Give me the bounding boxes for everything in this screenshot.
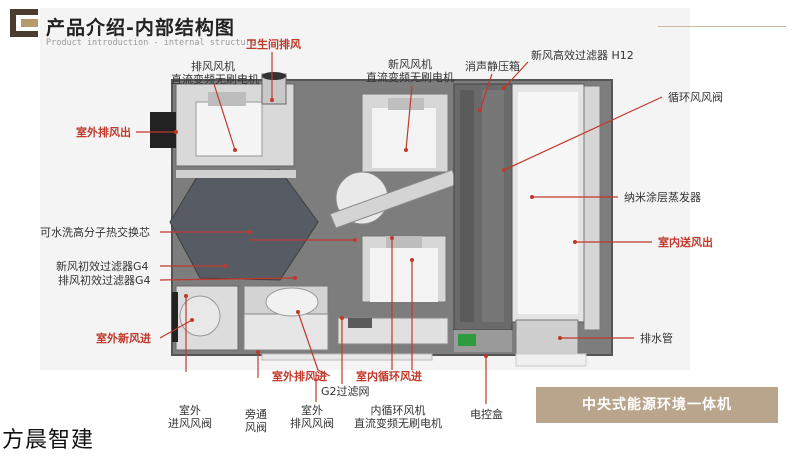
label-g2-filter: G2过滤网 bbox=[321, 385, 370, 398]
label-exhaust-prefilter: 排风初效过滤器G4 bbox=[58, 274, 151, 287]
label-drain-pipe: 排水管 bbox=[640, 332, 673, 345]
label-bathroom-exhaust: 卫生间排风 bbox=[246, 38, 301, 51]
label-inner-circ-fan: 内循环风机 直流变频无刷电机 bbox=[354, 404, 442, 430]
label-exhaust-fan-2: 直流变频无刷电机 bbox=[171, 73, 259, 86]
label-outdoor-exhaust-out: 室外排风出 bbox=[76, 126, 131, 139]
label-outdoor-intake-damper: 室外 进风风阀 bbox=[168, 404, 212, 430]
logo-icon bbox=[10, 9, 38, 37]
label-fresh-fan-2: 直流变频无刷电机 bbox=[366, 71, 454, 84]
leader-endpoints bbox=[174, 86, 577, 358]
label-bypass-damper: 旁通 风阀 bbox=[245, 408, 267, 434]
unit-body bbox=[150, 72, 613, 367]
label-hepa-filter: 新风高效过滤器 H12 bbox=[531, 49, 634, 62]
label-outdoor-fresh-in: 室外新风进 bbox=[96, 332, 151, 345]
label-outdoor-exhaust-in: 室外排风进 bbox=[272, 370, 327, 383]
label-indoor-supply-out: 室内送风出 bbox=[658, 236, 713, 249]
label-nano-evaporator: 纳米涂层蒸发器 bbox=[624, 191, 701, 204]
page-subtitle: Product introduction - internal structur… bbox=[46, 38, 256, 48]
label-exhaust-fan-1: 排风风机 bbox=[191, 60, 235, 73]
label-heat-exchanger: 可水洗高分子热交换芯 bbox=[40, 226, 150, 239]
brand-name: 方晨智建 bbox=[2, 428, 95, 453]
label-circ-damper: 循环风风阀 bbox=[668, 91, 723, 104]
label-control-box: 电控盒 bbox=[470, 408, 503, 421]
product-banner: 中央式能源环境一体机 bbox=[536, 387, 778, 423]
label-fresh-prefilter: 新风初效过滤器G4 bbox=[56, 260, 149, 273]
leader-lines bbox=[136, 52, 663, 404]
label-outdoor-exhaust-damper: 室外 排风风阀 bbox=[290, 404, 334, 430]
label-muffler-box: 消声静压箱 bbox=[465, 60, 520, 73]
header-rule bbox=[658, 26, 786, 27]
label-fresh-fan-1: 新风风机 bbox=[388, 58, 432, 71]
label-indoor-circ-in: 室内循环风进 bbox=[356, 370, 422, 383]
page-title: 产品介绍-内部结构图 bbox=[46, 17, 235, 39]
